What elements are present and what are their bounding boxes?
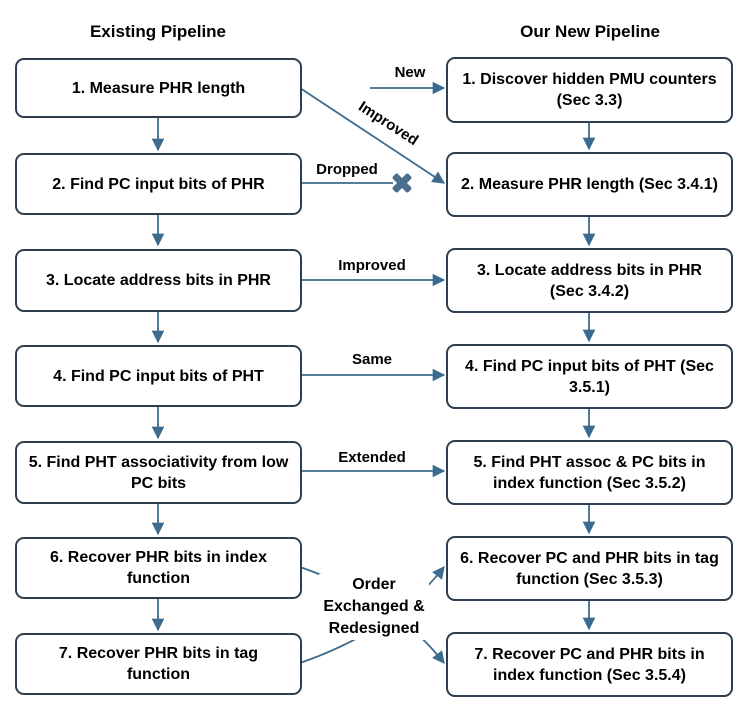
- dropped-x-icon: [392, 173, 412, 193]
- new-step-3: 3. Locate address bits in PHR (Sec 3.4.2…: [446, 248, 733, 313]
- new-step-4: 4. Find PC input bits of PHT (Sec 3.5.1): [446, 344, 733, 409]
- existing-pipeline-title: Existing Pipeline: [89, 22, 227, 41]
- label-extended: Extended: [338, 449, 406, 466]
- existing-step-1: 1. Measure PHR length: [15, 58, 302, 118]
- arrow-improved-diagonal: [299, 87, 446, 184]
- new-step-6: 6. Recover PC and PHR bits in tag functi…: [446, 536, 733, 601]
- label-same: Same: [351, 351, 393, 368]
- new-step-2: 2. Measure PHR length (Sec 3.4.1): [446, 152, 733, 217]
- label-improved: Improved: [338, 257, 406, 274]
- existing-step-6: 6. Recover PHR bits in index function: [15, 537, 302, 599]
- existing-step-5: 5. Find PHT associativity from low PC bi…: [15, 441, 302, 504]
- existing-step-7: 7. Recover PHR bits in tag function: [15, 633, 302, 695]
- label-order-exchanged: Order Exchanged & Redesigned: [319, 574, 429, 640]
- existing-step-2: 2. Find PC input bits of PHR: [15, 153, 302, 215]
- existing-step-3: 3. Locate address bits in PHR: [15, 249, 302, 312]
- new-step-5: 5. Find PHT assoc & PC bits in index fun…: [446, 440, 733, 505]
- label-dropped: Dropped: [316, 161, 378, 178]
- new-pipeline-title: Our New Pipeline: [520, 22, 660, 41]
- existing-step-4: 4. Find PC input bits of PHT: [15, 345, 302, 407]
- new-step-1: 1. Discover hidden PMU counters (Sec 3.3…: [446, 57, 733, 123]
- new-step-7: 7. Recover PC and PHR bits in index func…: [446, 632, 733, 697]
- label-new: New: [394, 64, 426, 81]
